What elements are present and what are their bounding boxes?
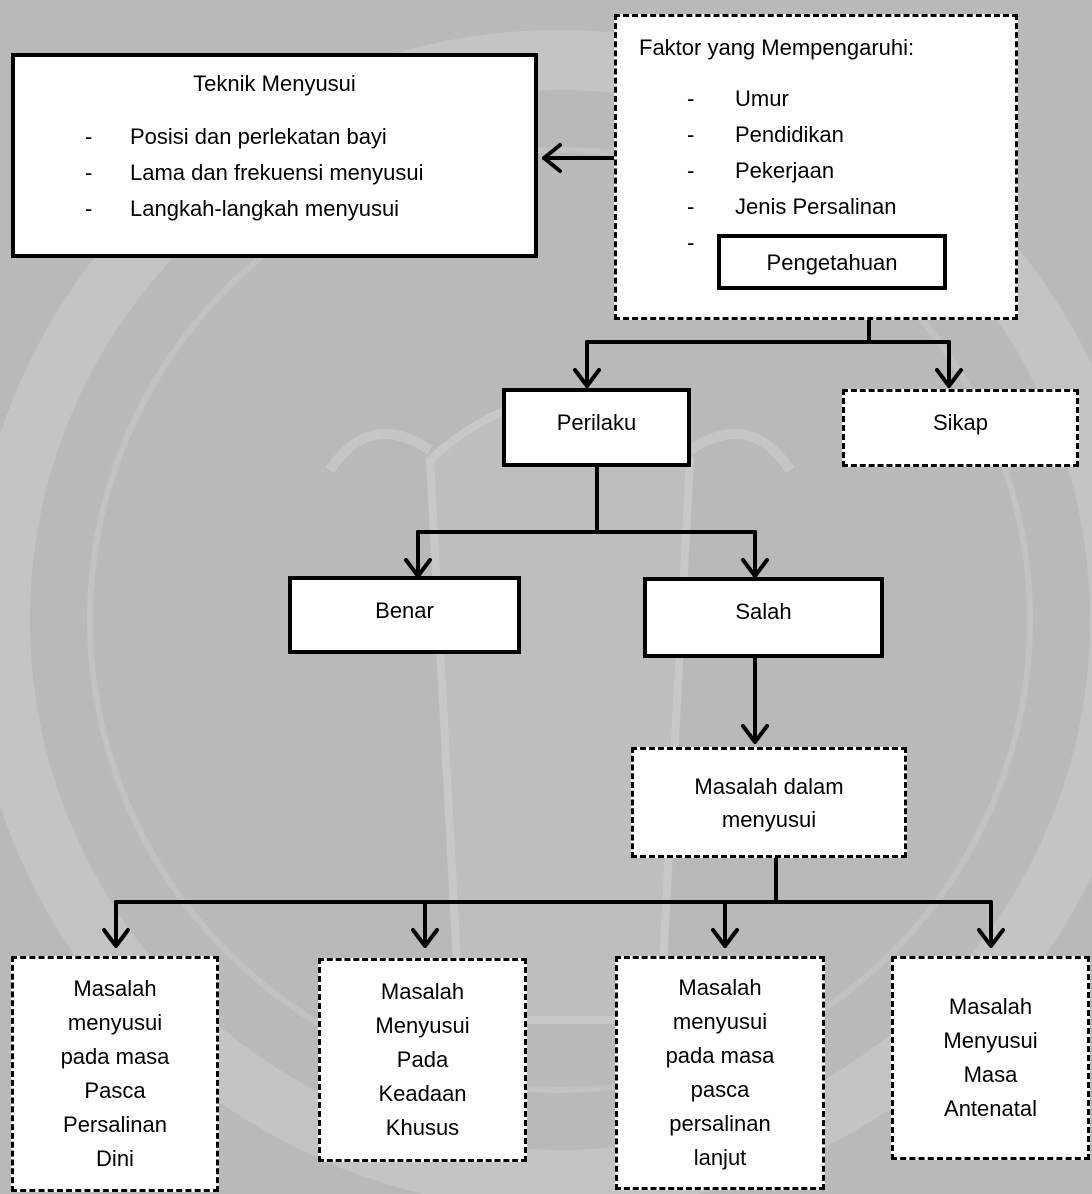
teknik-item-label: Lama dan frekuensi menyusui [130,160,424,185]
faktor-item-label: Pekerjaan [735,158,835,183]
masalah-dalam-menyusui-label: Masalah dalam menyusui [694,773,844,832]
benar-label: Benar [375,598,434,623]
dash-mark: - [687,86,695,111]
masalah-pasca-persalinan-lanjut-label: Masalah menyusui pada masa pasca persali… [665,974,775,1171]
masalah-keadaan-khusus-box: Masalah Menyusui Pada Keadaan Khusus [318,958,527,1162]
faktor-item-label: Umur [735,86,789,111]
perilaku-box: Perilaku [502,388,691,467]
teknik-item: - Langkah-langkah menyusui [85,192,514,228]
teknik-menyusui-box: Teknik Menyusui - Posisi dan perlekatan … [11,53,538,258]
masalah-antenatal-box: Masalah Menyusui Masa Antenatal [891,956,1090,1160]
benar-box: Benar [288,576,521,654]
teknik-menyusui-list: - Posisi dan perlekatan bayi - Lama dan … [85,120,514,228]
faktor-item: - [687,226,1015,262]
sikap-label: Sikap [932,410,989,435]
teknik-item-label: Posisi dan perlekatan bayi [130,124,387,149]
faktor-item-label: Jenis Persalinan [735,194,897,219]
faktor-item: - Umur [687,82,1015,118]
masalah-keadaan-khusus-label: Masalah Menyusui Pada Keadaan Khusus [375,978,470,1141]
salah-box: Salah [643,577,884,658]
dash-mark: - [687,122,695,147]
salah-label: Salah [735,599,792,624]
dash-mark: - [85,196,93,221]
faktor-item: - Pendidikan [687,118,1015,154]
pengetahuan-box: Pengetahuan [717,234,947,290]
masalah-pasca-persalinan-dini-box: Masalah menyusui pada masa Pasca Persali… [11,956,219,1192]
teknik-item: - Posisi dan perlekatan bayi [85,120,514,156]
faktor-list: - Umur - Pendidikan - Pekerjaan - Jenis … [639,82,1015,262]
perilaku-label: Perilaku [556,410,637,435]
masalah-antenatal-label: Masalah Menyusui Masa Antenatal [943,993,1038,1122]
teknik-item: - Lama dan frekuensi menyusui [85,156,514,192]
masalah-pasca-persalinan-dini-label: Masalah menyusui pada masa Pasca Persali… [60,975,170,1172]
dash-mark: - [85,124,93,149]
masalah-dalam-menyusui-box: Masalah dalam menyusui [631,747,907,858]
dash-mark: - [687,194,695,219]
teknik-item-label: Langkah-langkah menyusui [130,196,400,221]
faktor-item: - Jenis Persalinan [687,190,1015,226]
sikap-box: Sikap [842,389,1079,467]
pengetahuan-label: Pengetahuan [766,249,898,275]
dash-mark: - [687,230,695,255]
faktor-title: Faktor yang Mempengaruhi: [639,35,915,60]
faktor-item-label: Pendidikan [735,122,844,147]
masalah-pasca-persalinan-lanjut-box: Masalah menyusui pada masa pasca persali… [615,956,825,1190]
dash-mark: - [85,160,93,185]
faktor-item: - Pekerjaan [687,154,1015,190]
teknik-menyusui-title: Teknik Menyusui [193,71,356,96]
dash-mark: - [687,158,695,183]
